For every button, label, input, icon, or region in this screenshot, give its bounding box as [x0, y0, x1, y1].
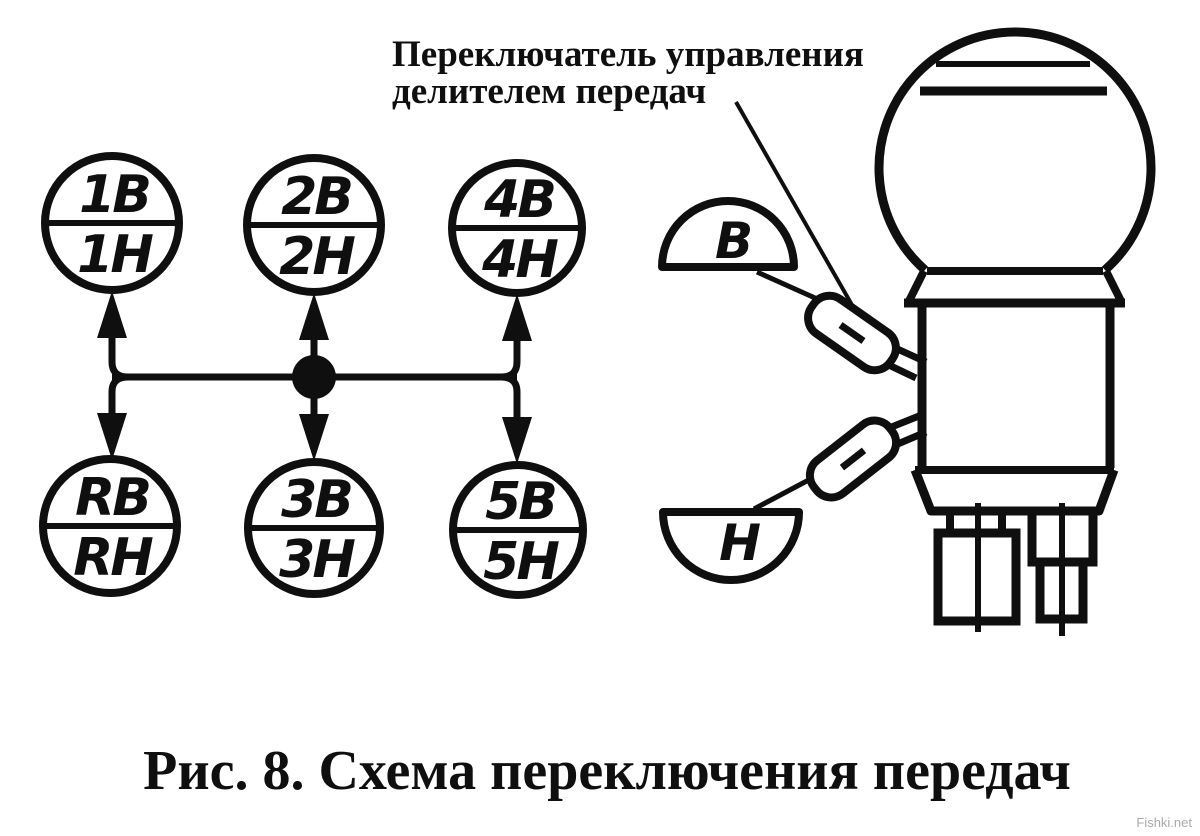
knob-skirt — [910, 468, 1119, 516]
arrow-up-left-icon — [97, 291, 127, 338]
gear-circle-bottom-middle: 3В 3Н — [244, 458, 384, 598]
gear-label-lower: 3Н — [279, 530, 355, 590]
gear-label-lower: 2Н — [279, 227, 355, 287]
lever-dash-icon — [839, 447, 867, 471]
annotation-leader-line — [734, 101, 858, 313]
gear-lever-knob — [874, 27, 1156, 636]
annotation: Переключатель управления делителем перед… — [392, 34, 864, 112]
gear-label-upper: 3В — [281, 470, 351, 530]
gear-label-upper: 2В — [281, 167, 351, 227]
arrow-up-middle-icon — [299, 293, 329, 340]
gear-circle-bottom-right: 5В 5Н — [449, 461, 587, 599]
gear-label-upper: 4В — [483, 170, 554, 230]
gear-label-lower: RН — [73, 528, 153, 588]
knob-collar — [904, 267, 1125, 308]
shift-stem-left-up — [108, 336, 129, 381]
arrow-down-left-icon — [97, 413, 127, 460]
high-range-indicator: В — [658, 197, 798, 271]
gear-circle-top-middle: 2В 2Н — [243, 154, 385, 296]
high-range-half-circle — [658, 197, 798, 271]
knob-body — [917, 303, 1115, 468]
shift-stem-right-up — [500, 338, 521, 381]
gear-label-upper: 5В — [485, 472, 555, 532]
gear-circle-top-left: 1В 1Н — [41, 152, 183, 294]
figure-caption: Рис. 8. Схема переключения передач — [143, 740, 1071, 802]
gear-circle-bottom-left: RВ RН — [39, 455, 181, 597]
low-range-indicator: Н — [659, 508, 803, 584]
gear-label-lower: 5Н — [483, 532, 559, 592]
gear-label-lower: 1Н — [77, 225, 153, 285]
knob-ball — [874, 27, 1156, 274]
lever-dash-icon — [838, 322, 866, 344]
annotation-line-1: Переключатель управления — [392, 34, 864, 75]
low-range-label: Н — [719, 514, 761, 572]
shift-pattern — [97, 291, 532, 464]
high-range-label: В — [715, 212, 753, 270]
low-range-half-circle — [659, 508, 803, 584]
gear-label-lower: 4Н — [481, 230, 558, 290]
arrow-down-middle-icon — [299, 414, 329, 461]
gear-label-upper: 1В — [79, 165, 149, 225]
watermark: Fishki.net — [1136, 815, 1192, 830]
gear-circle-top-right: 4В 4Н — [448, 159, 586, 297]
shift-stem-left-down — [108, 373, 129, 416]
knob-right-fitting — [1027, 503, 1098, 636]
high-range-pointer-line — [755, 269, 826, 305]
shift-stem-right-down — [500, 373, 521, 418]
arrow-up-right-icon — [502, 294, 532, 341]
gear-label-upper: RВ — [75, 468, 149, 528]
splitter-switch-lever-down — [805, 416, 901, 502]
arrow-down-right-icon — [502, 417, 532, 464]
annotation-line-2: делителем передач — [392, 71, 706, 112]
splitter-switch-lever-up — [804, 291, 900, 375]
knob-left-fitting — [933, 503, 1021, 632]
